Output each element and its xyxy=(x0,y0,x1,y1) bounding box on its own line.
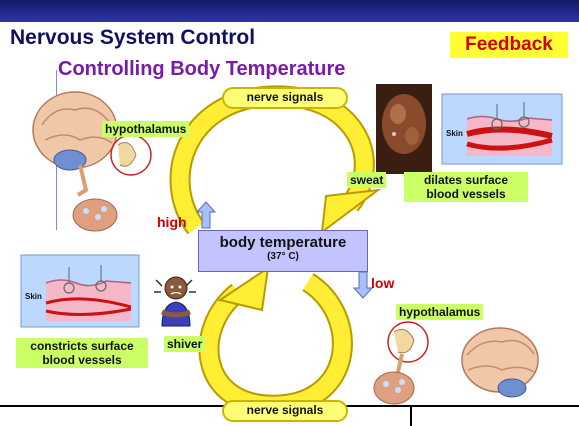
constricts-line1: constricts surface xyxy=(19,339,145,353)
body-temperature-box: body temperature (37° C) xyxy=(198,230,368,272)
shiver-label: shiver xyxy=(164,336,205,352)
body-temperature-label: body temperature xyxy=(199,234,367,251)
constricts-label: constricts surface blood vessels xyxy=(16,338,148,368)
constricts-line2: blood vessels xyxy=(19,353,145,367)
hypothalamus-top-label: hypothalamus xyxy=(102,121,189,137)
dilates-line1: dilates surface xyxy=(407,173,525,187)
feedback-badge: Feedback xyxy=(450,32,568,58)
skin-dilated-panel: Skin xyxy=(442,94,562,164)
skin-label-bottom: Skin xyxy=(25,292,42,301)
low-label: low xyxy=(371,275,394,291)
shivering-person-icon xyxy=(152,272,202,332)
skin-label-top: Skin xyxy=(446,129,463,138)
body-temperature-value: (37° C) xyxy=(199,251,367,262)
dilates-label: dilates surface blood vessels xyxy=(404,172,528,202)
dilates-line2: blood vessels xyxy=(407,187,525,201)
down-arrow-icon xyxy=(354,272,372,298)
brain-illustration-top xyxy=(20,85,140,235)
upper-arrowhead xyxy=(322,190,378,232)
sweating-man-photo xyxy=(376,84,432,174)
brain-illustration-bottom xyxy=(372,310,562,410)
hypothalamus-bottom-label: hypothalamus xyxy=(396,304,483,320)
sweat-label: sweat xyxy=(347,172,386,188)
high-label: high xyxy=(157,214,187,230)
slide-title: Nervous System Control xyxy=(10,26,255,50)
skin-constricted-panel: Skin xyxy=(21,255,139,327)
nerve-signals-bottom-label: nerve signals xyxy=(222,400,348,422)
nerve-signals-top-label: nerve signals xyxy=(222,87,348,109)
slide-subtitle: Controlling Body Temperature xyxy=(58,58,345,81)
